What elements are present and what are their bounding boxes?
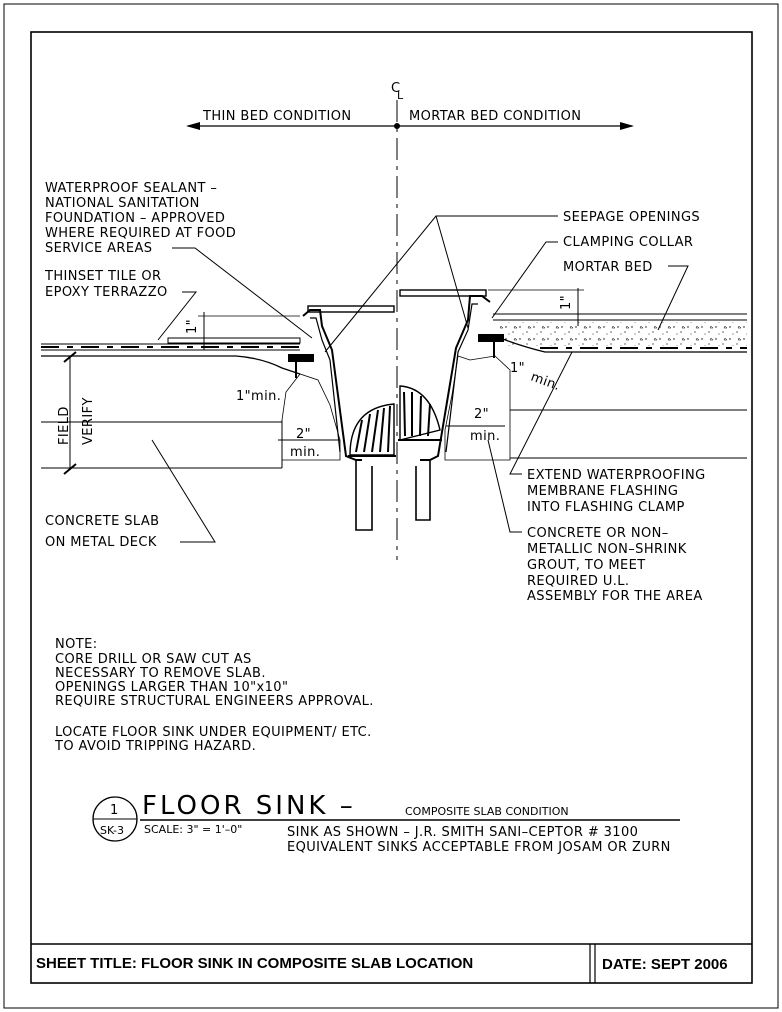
centerline-l: L bbox=[397, 89, 404, 102]
svg-text:CONCRETE OR NON–: CONCRETE OR NON– bbox=[527, 526, 669, 541]
svg-text:ON METAL DECK: ON METAL DECK bbox=[45, 535, 157, 550]
thin-bed-label: THIN BED CONDITION bbox=[202, 109, 352, 124]
svg-text:METALLIC NON–SHRINK: METALLIC NON–SHRINK bbox=[527, 542, 687, 557]
centerline-c: C bbox=[391, 81, 400, 96]
svg-text:1": 1" bbox=[185, 319, 200, 334]
svg-text:WATERPROOF SEALANT –: WATERPROOF SEALANT – bbox=[45, 181, 217, 196]
svg-text:EXTEND WATERPROOFING: EXTEND WATERPROOFING bbox=[527, 468, 706, 483]
svg-text:THINSET TILE OR: THINSET TILE OR bbox=[44, 269, 161, 284]
svg-text:NECESSARY TO REMOVE SLAB.: NECESSARY TO REMOVE SLAB. bbox=[55, 666, 266, 681]
mortar-bed-label: MORTAR BED CONDITION bbox=[409, 109, 581, 124]
svg-text:min.: min. bbox=[470, 429, 500, 444]
dims-left: 1" 1"min. 2" min. bbox=[185, 312, 340, 460]
svg-text:MEMBRANE FLASHING: MEMBRANE FLASHING bbox=[527, 484, 678, 499]
svg-text:REQUIRED U.L.: REQUIRED U.L. bbox=[527, 574, 629, 589]
inner-frame bbox=[30, 31, 753, 984]
svg-text:1": 1" bbox=[559, 295, 574, 310]
svg-text:SERVICE AREAS: SERVICE AREAS bbox=[45, 241, 152, 256]
svg-text:1"min.: 1"min. bbox=[236, 389, 281, 404]
sealant-callout: WATERPROOF SEALANT – NATIONAL SANITATION… bbox=[45, 181, 313, 339]
svg-text:REQUIRE STRUCTURAL ENGINEERS A: REQUIRE STRUCTURAL ENGINEERS APPROVAL. bbox=[55, 694, 374, 709]
tile-left bbox=[167, 337, 301, 344]
svg-text:CLAMPING COLLAR: CLAMPING COLLAR bbox=[563, 235, 693, 250]
tile-callout: THINSET TILE OR EPOXY TERRAZZO bbox=[44, 269, 198, 341]
detail-title-text: FLOOR SINK – bbox=[142, 791, 356, 821]
svg-text:NOTE:: NOTE: bbox=[55, 637, 98, 652]
detail-spec-2: EQUIVALENT SINKS ACCEPTABLE FROM JOSAM O… bbox=[287, 840, 671, 855]
svg-text:min.: min. bbox=[290, 445, 320, 460]
svg-text:min.: min. bbox=[529, 370, 563, 394]
notes: NOTE: CORE DRILL OR SAW CUT AS NECESSARY… bbox=[54, 637, 374, 754]
svg-text:WHERE REQUIRED AT FOOD: WHERE REQUIRED AT FOOD bbox=[45, 226, 236, 241]
mortar-callout: MORTAR BED bbox=[563, 260, 689, 331]
svg-text:SEEPAGE OPENINGS: SEEPAGE OPENINGS bbox=[563, 210, 700, 225]
svg-text:CORE DRILL OR SAW CUT AS: CORE DRILL OR SAW CUT AS bbox=[55, 652, 252, 667]
svg-text:1": 1" bbox=[510, 361, 525, 376]
svg-text:VERIFY: VERIFY bbox=[81, 397, 96, 445]
detail-spec-1: SINK AS SHOWN – J.R. SMITH SANI–CEPTOR #… bbox=[287, 825, 638, 840]
svg-text:OPENINGS LARGER THAN 10"x10": OPENINGS LARGER THAN 10"x10" bbox=[55, 680, 288, 695]
svg-text:INTO FLASHING CLAMP: INTO FLASHING CLAMP bbox=[527, 500, 685, 515]
svg-text:FIELD: FIELD bbox=[57, 406, 72, 445]
collar-callout: CLAMPING COLLAR bbox=[491, 235, 693, 319]
svg-text:EPOXY TERRAZZO: EPOXY TERRAZZO bbox=[45, 285, 168, 300]
dims-right: 1" 1" min. 2" min. bbox=[446, 288, 584, 444]
svg-text:2": 2" bbox=[474, 407, 489, 422]
detail-number: 1 bbox=[110, 803, 119, 818]
svg-text:TO AVOID TRIPPING HAZARD.: TO AVOID TRIPPING HAZARD. bbox=[54, 739, 256, 754]
svg-text:MORTAR BED: MORTAR BED bbox=[563, 260, 653, 275]
seepage-callout: SEEPAGE OPENINGS bbox=[324, 210, 700, 353]
condition-arrow: THIN BED CONDITION MORTAR BED CONDITION bbox=[186, 109, 634, 130]
svg-text:2": 2" bbox=[296, 427, 311, 442]
svg-text:NATIONAL SANITATION: NATIONAL SANITATION bbox=[45, 196, 200, 211]
detail-sheet-ref: SK-3 bbox=[100, 824, 124, 837]
detail-scale: SCALE: 3" = 1'–0" bbox=[144, 823, 242, 836]
svg-text:ASSEMBLY FOR THE AREA: ASSEMBLY FOR THE AREA bbox=[527, 589, 703, 604]
title-block: SHEET TITLE: FLOOR SINK IN COMPOSITE SLA… bbox=[31, 943, 752, 983]
extend-callout: EXTEND WATERPROOFING MEMBRANE FLASHING I… bbox=[509, 351, 706, 515]
field-verify-dim: FIELD VERIFY bbox=[57, 351, 96, 475]
sheet-date: DATE: SEPT 2006 bbox=[602, 956, 728, 973]
detail-title: 1 SK-3 FLOOR SINK – COMPOSITE SLAB CONDI… bbox=[92, 791, 680, 855]
floor-sink-body bbox=[288, 289, 504, 531]
outer-frame bbox=[3, 3, 779, 1009]
sheet-title: SHEET TITLE: FLOOR SINK IN COMPOSITE SLA… bbox=[36, 955, 473, 972]
svg-text:GROUT, TO MEET: GROUT, TO MEET bbox=[527, 558, 646, 573]
slab-callout: CONCRETE SLAB ON METAL DECK bbox=[45, 439, 216, 550]
grout-callout: CONCRETE OR NON– METALLIC NON–SHRINK GRO… bbox=[487, 439, 703, 604]
svg-text:CONCRETE SLAB: CONCRETE SLAB bbox=[45, 514, 159, 529]
centerline: C L bbox=[391, 81, 404, 560]
detail-subtitle: COMPOSITE SLAB CONDITION bbox=[405, 805, 569, 818]
svg-text:FOUNDATION – APPROVED: FOUNDATION – APPROVED bbox=[45, 211, 225, 226]
svg-text:LOCATE FLOOR SINK UNDER EQUIPM: LOCATE FLOOR SINK UNDER EQUIPMENT/ ETC. bbox=[55, 725, 372, 740]
